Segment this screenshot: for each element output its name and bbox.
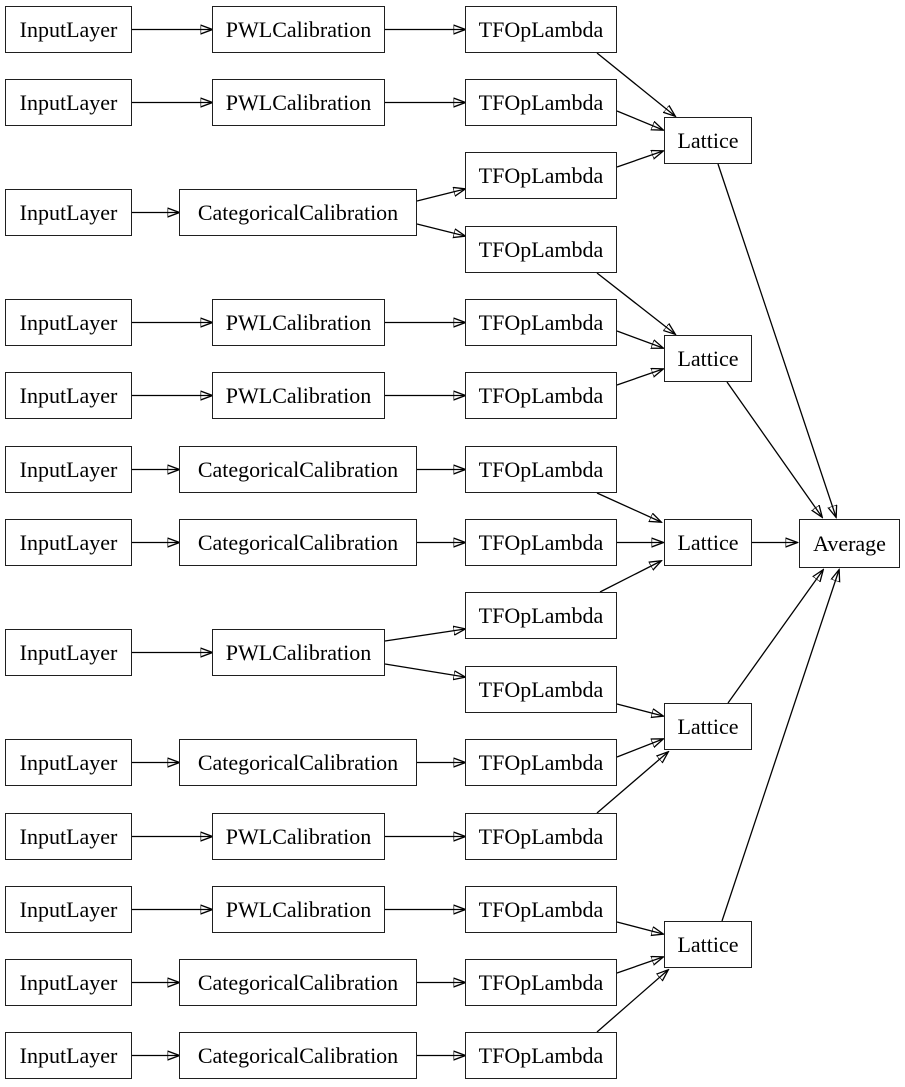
node-tf11-tfoplambda: TFOpLambda xyxy=(465,739,617,786)
node-il6-inputlayer: InputLayer xyxy=(5,446,132,493)
node-tf9-tfoplambda: TFOpLambda xyxy=(465,592,617,639)
edge-cc1-to-tf3 xyxy=(416,189,465,202)
node-pwl2-pwlcalibration: PWLCalibration xyxy=(212,79,385,126)
node-pwl5-pwlcalibration: PWLCalibration xyxy=(212,629,385,676)
edge-tf11-to-l4 xyxy=(616,739,663,758)
edge-tf12-to-l4 xyxy=(596,752,668,814)
edge-tf5-to-l2 xyxy=(616,330,663,348)
node-l1-lattice: Lattice xyxy=(664,117,752,164)
edge-l2-to-avg xyxy=(726,381,822,517)
node-tf13-tfoplambda: TFOpLambda xyxy=(465,886,617,933)
node-il3-inputlayer: InputLayer xyxy=(5,189,132,236)
node-tf4-tfoplambda: TFOpLambda xyxy=(465,226,617,273)
edge-tf14-to-l5 xyxy=(616,957,663,974)
edge-l1-to-avg xyxy=(717,163,836,517)
edge-tf4-to-l2 xyxy=(596,272,675,334)
node-l5-lattice: Lattice xyxy=(664,921,752,968)
node-tf7-tfoplambda: TFOpLambda xyxy=(465,446,617,493)
node-pwl6-pwlcalibration: PWLCalibration xyxy=(212,813,385,860)
node-tf2-tfoplambda: TFOpLambda xyxy=(465,79,617,126)
edge-tf9-to-l3 xyxy=(599,561,661,593)
node-cc6-categoricalcalibration: CategoricalCalibration xyxy=(179,1032,417,1079)
node-tf3-tfoplambda: TFOpLambda xyxy=(465,152,617,199)
edge-tf7-to-l3 xyxy=(596,492,661,522)
edge-pwl5-to-tf10 xyxy=(384,663,465,677)
node-tf15-tfoplambda: TFOpLambda xyxy=(465,1032,617,1079)
node-tf6-tfoplambda: TFOpLambda xyxy=(465,372,617,419)
node-il4-inputlayer: InputLayer xyxy=(5,299,132,346)
node-il5-inputlayer: InputLayer xyxy=(5,372,132,419)
node-il13-inputlayer: InputLayer xyxy=(5,1032,132,1079)
edge-cc1-to-tf4 xyxy=(416,223,465,236)
node-pwl4-pwlcalibration: PWLCalibration xyxy=(212,372,385,419)
node-pwl1-pwlcalibration: PWLCalibration xyxy=(212,6,385,53)
node-il11-inputlayer: InputLayer xyxy=(5,886,132,933)
node-cc3-categoricalcalibration: CategoricalCalibration xyxy=(179,519,417,566)
node-cc4-categoricalcalibration: CategoricalCalibration xyxy=(179,739,417,786)
node-l4-lattice: Lattice xyxy=(664,703,752,750)
node-cc1-categoricalcalibration: CategoricalCalibration xyxy=(179,189,417,236)
node-il10-inputlayer: InputLayer xyxy=(5,813,132,860)
edge-tf6-to-l2 xyxy=(616,369,663,386)
node-pwl7-pwlcalibration: PWLCalibration xyxy=(212,886,385,933)
node-pwl3-pwlcalibration: PWLCalibration xyxy=(212,299,385,346)
node-l3-lattice: Lattice xyxy=(664,519,752,566)
edge-l5-to-avg xyxy=(721,570,839,922)
node-il12-inputlayer: InputLayer xyxy=(5,959,132,1006)
node-il9-inputlayer: InputLayer xyxy=(5,739,132,786)
edge-l4-to-avg xyxy=(727,570,823,704)
node-tf14-tfoplambda: TFOpLambda xyxy=(465,959,617,1006)
node-tf12-tfoplambda: TFOpLambda xyxy=(465,813,617,860)
edge-tf1-to-l1 xyxy=(596,52,675,116)
edge-tf13-to-l5 xyxy=(616,921,663,934)
node-tf10-tfoplambda: TFOpLambda xyxy=(465,666,617,713)
node-tf1-tfoplambda: TFOpLambda xyxy=(465,6,617,53)
node-tf8-tfoplambda: TFOpLambda xyxy=(465,519,617,566)
node-il2-inputlayer: InputLayer xyxy=(5,79,132,126)
node-il7-inputlayer: InputLayer xyxy=(5,519,132,566)
node-il1-inputlayer: InputLayer xyxy=(5,6,132,53)
edge-tf3-to-l1 xyxy=(616,151,663,168)
edge-tf2-to-l1 xyxy=(616,110,663,130)
node-cc5-categoricalcalibration: CategoricalCalibration xyxy=(179,959,417,1006)
node-l2-lattice: Lattice xyxy=(664,335,752,382)
node-cc2-categoricalcalibration: CategoricalCalibration xyxy=(179,446,417,493)
node-avg-average: Average xyxy=(799,519,900,568)
edge-tf15-to-l5 xyxy=(596,970,668,1033)
edge-tf10-to-l4 xyxy=(616,703,663,716)
edge-pwl5-to-tf9 xyxy=(384,629,465,642)
node-tf5-tfoplambda: TFOpLambda xyxy=(465,299,617,346)
node-il8-inputlayer: InputLayer xyxy=(5,629,132,676)
